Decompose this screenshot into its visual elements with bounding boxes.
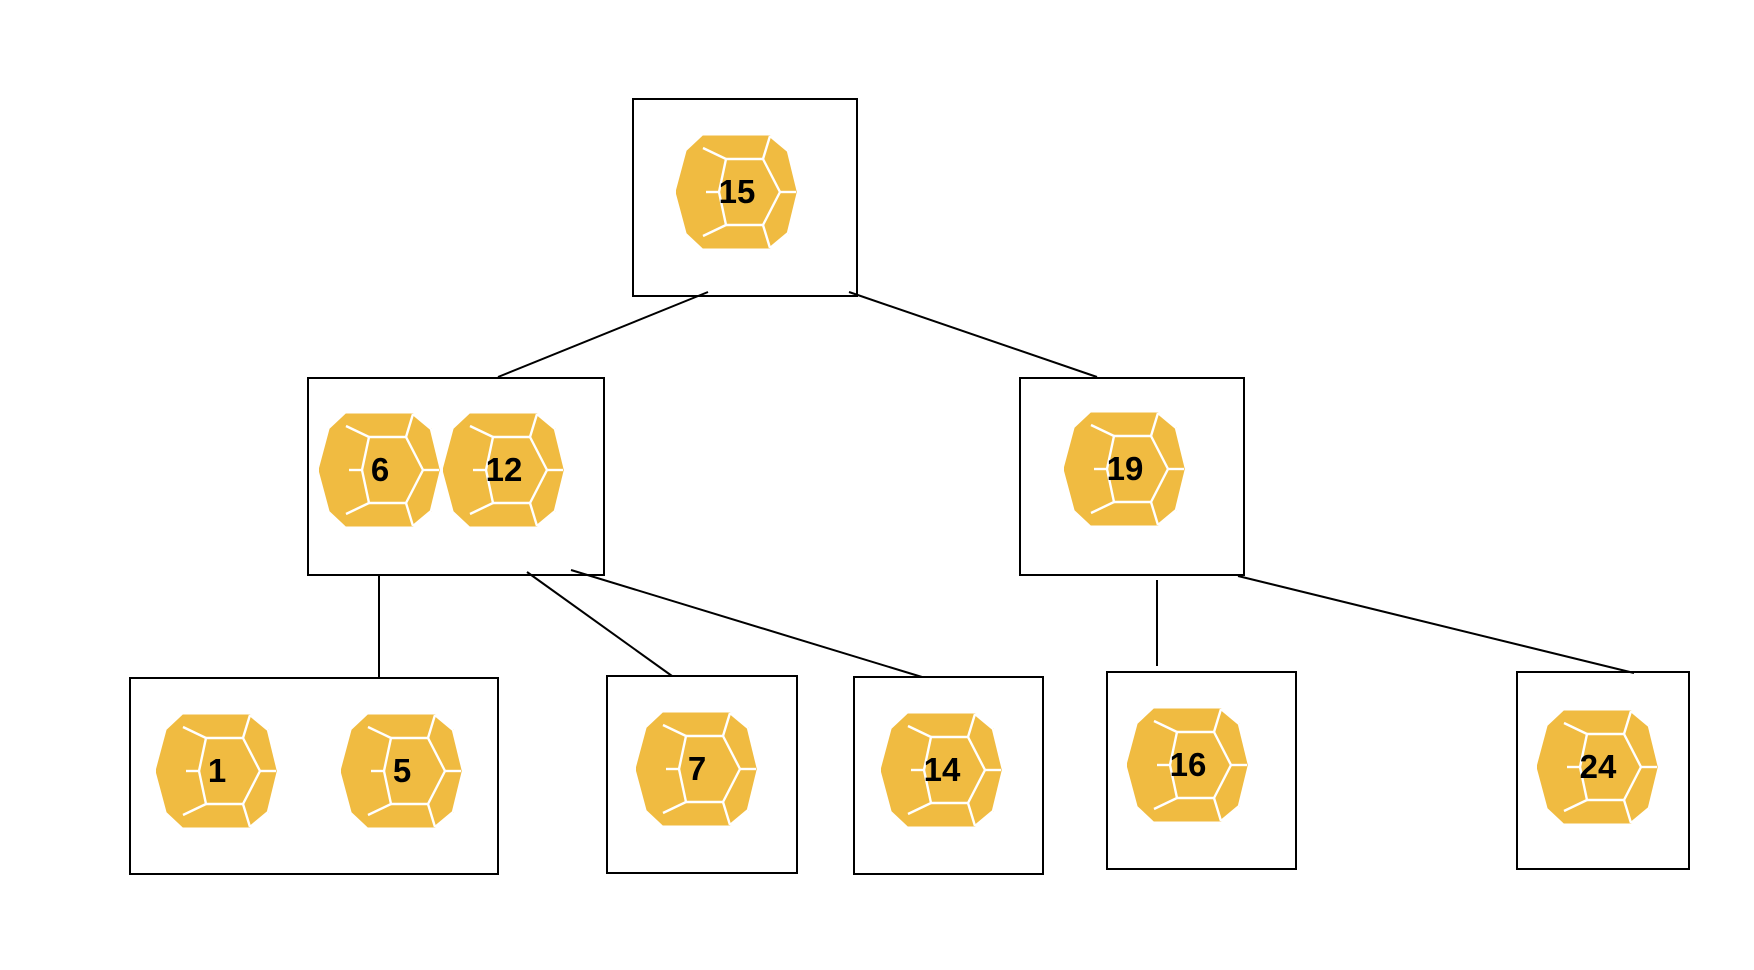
tree-node-leaf-4: 16 — [1106, 671, 1297, 870]
edge-left-to-leaf-2 — [526, 571, 673, 677]
dice-item: 19 — [1064, 410, 1186, 528]
dice-item: 24 — [1537, 708, 1659, 826]
edge-root-to-left — [497, 291, 709, 378]
dodecahedron-icon — [1064, 411, 1186, 527]
tree-node-root: 15 — [632, 98, 858, 297]
dodecahedron-icon — [881, 712, 1003, 828]
dodecahedron-icon — [676, 134, 798, 250]
dice-item: 16 — [1127, 706, 1249, 824]
dice-item: 1 — [156, 712, 278, 830]
dodecahedron-icon — [1127, 707, 1249, 823]
dodecahedron-icon — [319, 412, 441, 528]
dice-item: 14 — [881, 711, 1003, 829]
dice-item: 15 — [676, 133, 798, 251]
dodecahedron-icon — [156, 713, 278, 829]
edge-left-to-leaf-3 — [570, 569, 923, 678]
edge-root-to-right — [848, 291, 1098, 378]
tree-node-internal-right: 19 — [1019, 377, 1245, 576]
tree-node-leaf-2: 7 — [606, 675, 798, 874]
dice-item: 5 — [341, 712, 463, 830]
tree-node-leaf-5: 24 — [1516, 671, 1690, 870]
dice-item: 7 — [636, 710, 758, 828]
tree-node-leaf-1: 1 5 — [129, 677, 499, 875]
dodecahedron-icon — [636, 711, 758, 827]
dodecahedron-icon — [341, 713, 463, 829]
dodecahedron-icon — [1537, 709, 1659, 825]
dice-item: 12 — [443, 411, 565, 529]
edge-right-to-leaf-5 — [1237, 575, 1635, 674]
dodecahedron-icon — [443, 412, 565, 528]
dice-item: 6 — [319, 411, 441, 529]
tree-node-internal-left: 6 12 — [307, 377, 605, 576]
tree-node-leaf-3: 14 — [853, 676, 1044, 875]
